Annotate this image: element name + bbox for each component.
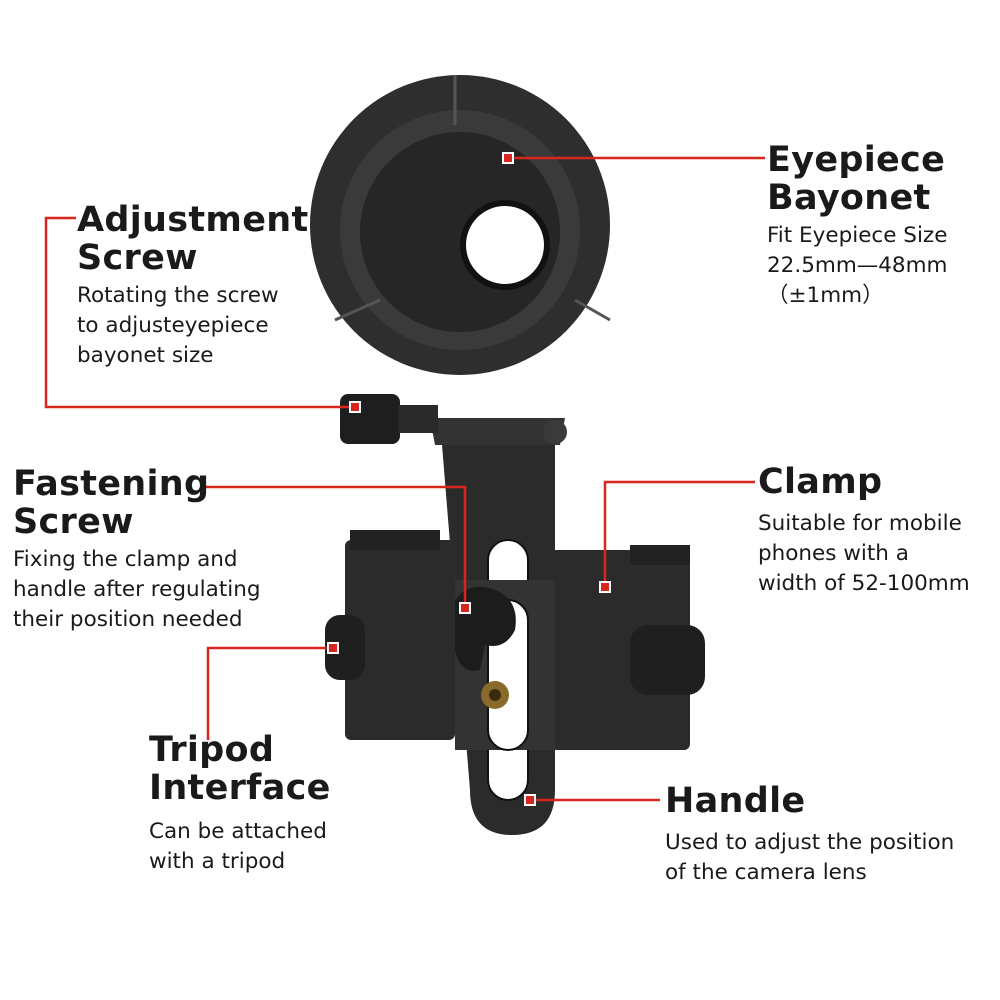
clamp-right	[550, 550, 690, 750]
callout-title: Handle	[665, 781, 806, 821]
leader-lines	[44, 156, 765, 802]
callout-title: Tripod	[149, 730, 275, 770]
callout-desc: Fixing the clamp and	[13, 547, 238, 572]
callout-title: Bayonet	[767, 178, 931, 218]
callout-title: Screw	[77, 238, 198, 278]
callout-title: Screw	[13, 502, 134, 542]
callout-fastening-screw: Fastening Screw Fixing the clamp and han…	[13, 465, 261, 635]
callout-title: Adjustment	[77, 200, 309, 240]
callout-desc: to adjusteyepiece	[77, 313, 269, 338]
callout-clamp: Clamp Suitable for mobile phones with a …	[758, 463, 970, 599]
clamp-left	[345, 540, 455, 740]
callout-desc: Rotating the screw	[77, 283, 279, 308]
callout-desc: Suitable for mobile	[758, 511, 962, 536]
callout-handle: Handle Used to adjust the position of th…	[665, 782, 954, 888]
callout-desc: phones with a	[758, 541, 909, 566]
callout-desc: Used to adjust the position	[665, 830, 955, 855]
callout-dots	[327, 152, 611, 806]
callout-desc: their position needed	[13, 607, 243, 632]
callout-title: Interface	[149, 768, 331, 808]
callout-title: Fastening	[13, 464, 210, 504]
callout-desc: bayonet size	[77, 343, 214, 368]
callout-eyepiece-bayonet: Eyepiece Bayonet Fit Eyepiece Size 22.5m…	[767, 141, 948, 311]
callout-desc: of the camera lens	[665, 860, 867, 885]
callout-desc: with a tripod	[149, 849, 286, 874]
callout-desc: Can be attached	[149, 819, 327, 844]
callout-tripod-interface: Tripod Interface Can be attached with a …	[149, 731, 331, 877]
callout-desc: handle after regulating	[13, 577, 261, 602]
callout-desc: Fit Eyepiece Size	[767, 223, 948, 248]
callout-desc: width of 52-100mm	[758, 571, 970, 596]
callout-title: Clamp	[758, 462, 883, 502]
callout-desc: （±1mm）	[767, 283, 884, 308]
callout-adjustment-screw: Adjustment Screw Rotating the screw to a…	[77, 201, 308, 371]
callout-title: Eyepiece	[767, 140, 946, 180]
callout-desc: 22.5mm—48mm	[767, 253, 948, 278]
